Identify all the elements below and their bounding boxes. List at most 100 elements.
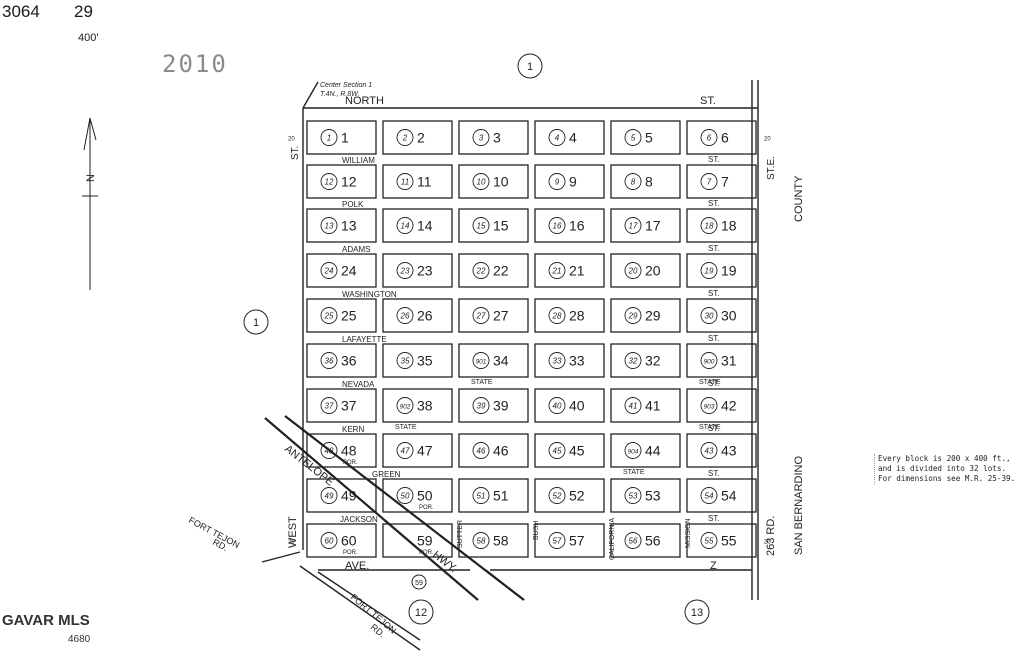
- block-circle: [472, 217, 490, 234]
- block-circle-number: 40: [553, 402, 562, 411]
- block-circle: [624, 487, 642, 504]
- block-number: 10: [493, 174, 509, 190]
- block-circle-number: 36: [325, 357, 334, 366]
- block-outline: [686, 388, 757, 423]
- block-outline: [306, 343, 377, 378]
- block-outline: [686, 298, 757, 333]
- block-circle-number: 27: [476, 312, 486, 321]
- polk-label: POLK: [342, 200, 364, 209]
- block-circle: [700, 397, 718, 414]
- block-circle: [700, 262, 718, 279]
- block-outline: [382, 433, 453, 468]
- block-circle: [548, 262, 566, 279]
- block-circle-number: 49: [325, 492, 334, 501]
- block-number: 55: [721, 533, 737, 549]
- block-outline: [458, 478, 529, 513]
- block-number: 9: [569, 174, 577, 190]
- block-outline: [686, 478, 757, 513]
- state-tag: STATE: [699, 379, 721, 386]
- block-outline: [382, 253, 453, 288]
- block-circle-number: 7: [707, 178, 712, 187]
- block-circle: [396, 262, 414, 279]
- block-circle: [320, 352, 338, 369]
- street-suffix-label: ST.: [708, 155, 720, 164]
- book-number: 3064: [2, 2, 40, 21]
- block-number: 8: [645, 174, 653, 190]
- block-circle: [700, 129, 718, 146]
- block-circle-number: 56: [629, 537, 638, 546]
- block-circle: [624, 352, 642, 369]
- block-outline: [534, 253, 605, 288]
- block-outline: [534, 298, 605, 333]
- block-circle: [396, 397, 414, 414]
- block-number: 56: [645, 533, 661, 549]
- street-suffix-label: ST.: [708, 244, 720, 253]
- block-circle: [624, 532, 642, 549]
- block-outline: [610, 120, 681, 155]
- block-outline: [306, 253, 377, 288]
- block-number: 41: [645, 398, 661, 414]
- west-st-label: ST.: [290, 146, 301, 160]
- block-circle: [472, 532, 490, 549]
- block-circle: [320, 129, 338, 146]
- block-circle: [700, 442, 718, 459]
- block-circle-number: 15: [477, 222, 486, 231]
- block-circle-number: 50: [401, 492, 410, 501]
- block-number: 25: [341, 308, 357, 324]
- block-number: 43: [721, 443, 737, 459]
- block-outline: [534, 343, 605, 378]
- block-circle: [320, 442, 338, 459]
- por-tag: POR.: [419, 550, 434, 556]
- block-circle-number: 43: [705, 447, 714, 456]
- antelope-hwy-line-2: [284, 415, 525, 601]
- block-circle-number: 57: [553, 537, 562, 546]
- dimension-label: 20: [288, 137, 295, 143]
- block-number: 26: [417, 308, 433, 324]
- block-circle-number: 45: [553, 447, 562, 456]
- section-label: 1: [527, 61, 533, 73]
- block-outline: [534, 433, 605, 468]
- block-number: 19: [721, 263, 737, 279]
- block-outline: [306, 433, 377, 468]
- block-circle-number: 51: [477, 492, 486, 501]
- z-label: Z: [710, 560, 717, 572]
- block-outline: [686, 164, 757, 199]
- block-number: 51: [493, 488, 509, 504]
- block-outline: [610, 478, 681, 513]
- street-suffix-label: ST.: [708, 289, 720, 298]
- block-outline: [306, 388, 377, 423]
- street-suffix-label: ST.: [708, 334, 720, 343]
- block-outline: [610, 388, 681, 423]
- block-outline: [382, 343, 453, 378]
- block-circle-number: 26: [400, 312, 410, 321]
- block-59-circle: [411, 574, 427, 590]
- block-number: 38: [417, 398, 433, 414]
- block-circle: [472, 129, 490, 146]
- por-tag: POR.: [343, 550, 358, 556]
- block-circle-number: 5: [631, 134, 636, 143]
- block-outline: [458, 120, 529, 155]
- legend-line: For dimensions see M.R. 25-39.: [878, 474, 1016, 483]
- block-outline: [686, 523, 757, 558]
- block-number: 33: [569, 353, 585, 369]
- block-circle: [548, 442, 566, 459]
- street-suffix-label: ST.: [708, 469, 720, 478]
- block-number: 36: [341, 353, 357, 369]
- block-circle: [472, 397, 490, 414]
- block-circle-number: 10: [477, 178, 486, 187]
- block-circle: [548, 487, 566, 504]
- block-circle: [396, 129, 414, 146]
- block-number: 28: [569, 308, 585, 324]
- block-circle: [624, 442, 642, 459]
- block-circle: [472, 173, 490, 190]
- block-number: 21: [569, 263, 585, 279]
